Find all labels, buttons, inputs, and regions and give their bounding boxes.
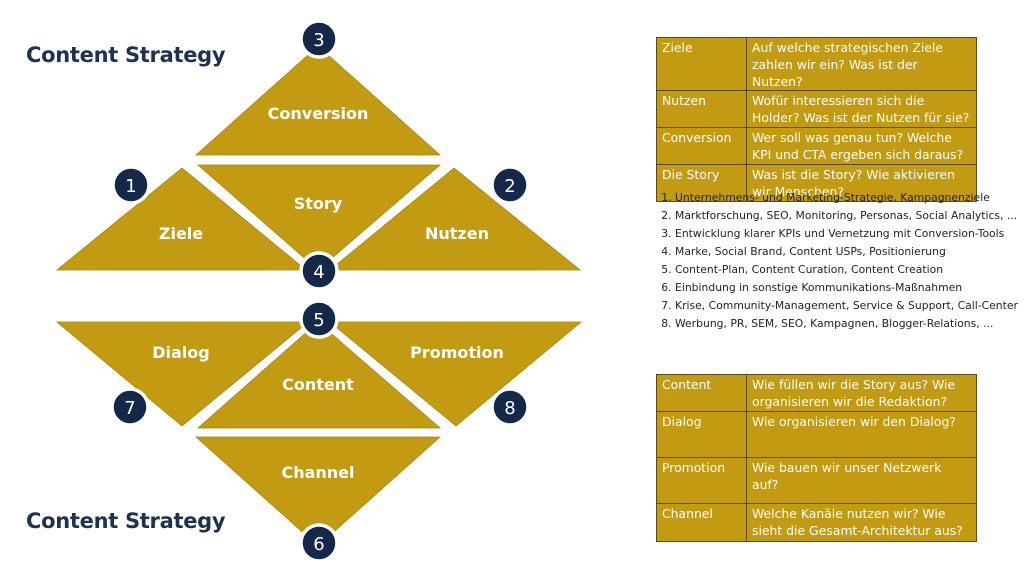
triangle-nutzen bbox=[328, 167, 582, 271]
label-ziele: Ziele bbox=[159, 224, 203, 243]
heading-content-strategy-top: Content Strategy bbox=[26, 43, 226, 67]
label-content: Content bbox=[282, 375, 354, 394]
content-strategy-diagram: Conversion Story Ziele Nutzen Dialog Con… bbox=[55, 19, 583, 563]
table-row: Dialog Wie organisieren wir den Dialog? bbox=[656, 411, 977, 458]
table-key: Channel bbox=[656, 503, 747, 542]
svg-text:3: 3 bbox=[313, 30, 324, 51]
table-key: Ziele bbox=[656, 37, 747, 91]
triangle-dialog bbox=[55, 321, 310, 427]
heading-content-strategy-bottom: Content Strategy bbox=[26, 509, 226, 533]
table-row: Ziele Auf welche strategischen Ziele zah… bbox=[656, 37, 977, 91]
badge-7: 7 bbox=[110, 387, 150, 427]
list-item: Unternehmens- und Marketing-Strategie, K… bbox=[675, 190, 1024, 205]
label-nutzen: Nutzen bbox=[425, 224, 489, 243]
badge-8: 8 bbox=[490, 387, 530, 427]
table-key: Nutzen bbox=[656, 90, 747, 128]
table-row: Die Story Was ist die Story? Wie aktivie… bbox=[656, 164, 977, 202]
table-key: Die Story bbox=[656, 164, 747, 202]
list-item: Krise, Community-Management, Service & S… bbox=[675, 298, 1024, 313]
list-item: Entwicklung klarer KPIs und Vernetzung m… bbox=[675, 226, 1024, 241]
list-item: Werbung, PR, SEM, SEO, Kampagnen, Blogge… bbox=[675, 316, 1024, 331]
badge-3: 3 bbox=[299, 19, 339, 59]
label-promotion: Promotion bbox=[410, 343, 504, 362]
label-story: Story bbox=[294, 194, 343, 213]
label-conversion: Conversion bbox=[268, 104, 369, 123]
badge-5: 5 bbox=[299, 299, 339, 339]
svg-text:4: 4 bbox=[313, 262, 324, 283]
steps-list: Unternehmens- und Marketing-Strategie, K… bbox=[647, 190, 1024, 334]
svg-text:2: 2 bbox=[504, 176, 515, 197]
table-value: Was ist die Story? Wie aktivieren wir Me… bbox=[746, 164, 977, 202]
list-item: Content-Plan, Content Curation, Content … bbox=[675, 262, 1024, 277]
badge-2: 2 bbox=[490, 165, 530, 205]
list-item: Einbindung in sonstige Kommunikations-Ma… bbox=[675, 280, 1024, 295]
table-value: Welche Kanäle nutzen wir? Wie sieht die … bbox=[746, 503, 977, 542]
triangle-story bbox=[196, 164, 442, 271]
badge-6: 6 bbox=[299, 523, 339, 563]
table-row: Conversion Wer soll was genau tun? Welch… bbox=[656, 127, 977, 165]
triangle-content bbox=[196, 321, 442, 429]
table-key: Promotion bbox=[656, 457, 747, 504]
triangle-promotion bbox=[328, 321, 583, 427]
table-value: Wer soll was genau tun? Welche KPI und C… bbox=[746, 127, 977, 165]
table-value: Auf welche strategischen Ziele zahlen wi… bbox=[746, 37, 977, 91]
table-value: Wie bauen wir unser Netzwerk auf? bbox=[746, 457, 977, 504]
label-channel: Channel bbox=[281, 463, 354, 482]
triangle-ziele bbox=[55, 167, 308, 271]
table-key: Conversion bbox=[656, 127, 747, 165]
triangle-conversion bbox=[194, 45, 442, 156]
svg-text:6: 6 bbox=[313, 534, 324, 555]
table-key: Dialog bbox=[656, 411, 747, 458]
table-row: Nutzen Wofür interessieren sich die Hold… bbox=[656, 90, 977, 128]
list-item: Marke, Social Brand, Content USPs, Posit… bbox=[675, 244, 1024, 259]
table-key: Content bbox=[656, 374, 747, 412]
triangle-channel bbox=[194, 436, 442, 547]
svg-text:5: 5 bbox=[313, 310, 324, 331]
table-value: Wofür interessieren sich die Holder? Was… bbox=[746, 90, 977, 128]
table-row: Promotion Wie bauen wir unser Netzwerk a… bbox=[656, 457, 977, 504]
label-dialog: Dialog bbox=[152, 343, 210, 362]
badge-1: 1 bbox=[111, 165, 151, 205]
table-row: Content Wie füllen wir die Story aus? Wi… bbox=[656, 374, 977, 412]
list-item: Marktforschung, SEO, Monitoring, Persona… bbox=[675, 208, 1024, 223]
svg-text:1: 1 bbox=[125, 176, 136, 197]
table-value: Wie füllen wir die Story aus? Wie organi… bbox=[746, 374, 977, 412]
table-row: Channel Welche Kanäle nutzen wir? Wie si… bbox=[656, 503, 977, 542]
badge-4: 4 bbox=[299, 251, 339, 291]
table-value: Wie organisieren wir den Dialog? bbox=[746, 411, 977, 458]
svg-text:7: 7 bbox=[124, 398, 135, 419]
svg-text:8: 8 bbox=[504, 398, 515, 419]
question-table-bottom: Content Wie füllen wir die Story aus? Wi… bbox=[656, 374, 977, 542]
question-table-top: Ziele Auf welche strategischen Ziele zah… bbox=[656, 37, 977, 202]
